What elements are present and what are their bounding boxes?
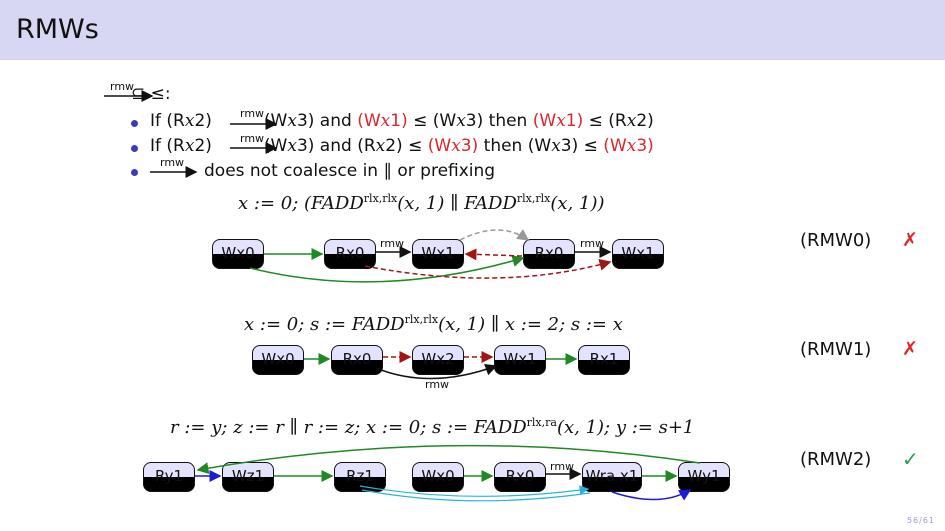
bullet-2: If (Rx2)(Wx3) and (Rx2) ≤ (Wx3) then (Wx… [150, 136, 654, 156]
rule-arrow-label: rmw [110, 80, 135, 93]
ex2-edge [611, 489, 692, 501]
ex0-node-wx1-b: Wx1 [612, 239, 664, 269]
ex0-node-wx0: Wx0 [212, 239, 264, 269]
ex1-node-rx1: Rx1 [578, 345, 630, 375]
ex0-node-rx0: Rx0 [324, 239, 376, 269]
ex1-node-wx2: Wx2 [412, 345, 464, 375]
example-0-program: x := 0; (FADDrlx,rlx(x, 1) ∥ FADDrlx,rlx… [238, 192, 605, 214]
ex2-node-ry1: Ry1 [143, 462, 195, 492]
ex0-node-rx0-b: Rx0 [523, 239, 575, 269]
ex0-node-wx1: Wx1 [412, 239, 464, 269]
example-2-program: r := y; z := r ∥ r := z; x := 0; s := FA… [170, 416, 695, 438]
ex0-edge [464, 248, 523, 261]
ex2-check-icon: ✓ [902, 447, 919, 471]
example-1-program: x := 0; s := FADDrlx,rlx(x, 1) ∥ x := 2;… [244, 313, 623, 335]
ex1-cross-icon: ✗ [902, 338, 918, 360]
ex2-node-wy1: Wy1 [678, 462, 730, 492]
bullet-3-text: does not coalesce in ∥ or prefixing [204, 161, 496, 181]
ex1-node-rx0: Rx0 [331, 345, 383, 375]
ex1-name: (RMW1) [800, 339, 872, 360]
bullet-2-rmw-label: rmw [240, 132, 265, 145]
bullet-dot [131, 120, 138, 127]
ex2-node-rz1: Rz1 [334, 462, 386, 492]
title-bar [0, 0, 945, 60]
ex1-edge [375, 363, 498, 380]
ex0-rmw-label: rmw [580, 237, 605, 250]
ex1-rmw-label: rmw [425, 378, 450, 391]
ex0-rmw-label: rmw [380, 237, 405, 250]
bullet-3-rmw-label: rmw [160, 156, 185, 169]
ex0-edge [249, 255, 525, 283]
ex1-node-wx0: Wx0 [252, 345, 304, 375]
bullet-dot [131, 145, 138, 152]
page-indicator: 56/61 [906, 516, 935, 525]
ex2-edge [196, 444, 701, 475]
ex2-node-wra-x1: Wra x1 [582, 462, 642, 492]
ex2-edge [361, 489, 591, 502]
slide-title: RMWs [16, 14, 99, 45]
ex2-node-rx0: Rx0 [494, 462, 546, 492]
ex0-name: (RMW0) [800, 230, 872, 251]
ex0-edge [364, 258, 612, 279]
bullet-1-rmw-label: rmw [240, 107, 265, 120]
ex0-edge [459, 229, 530, 241]
ex2-name: (RMW2) [800, 449, 872, 470]
ex1-node-wx1: Wx1 [494, 345, 546, 375]
bullet-dot [131, 169, 138, 176]
ex2-node-wx0: Wx0 [412, 462, 464, 492]
ex2-rmw-label: rmw [550, 460, 575, 473]
ex0-cross-icon: ✗ [902, 229, 918, 251]
ex2-edge [359, 485, 590, 497]
